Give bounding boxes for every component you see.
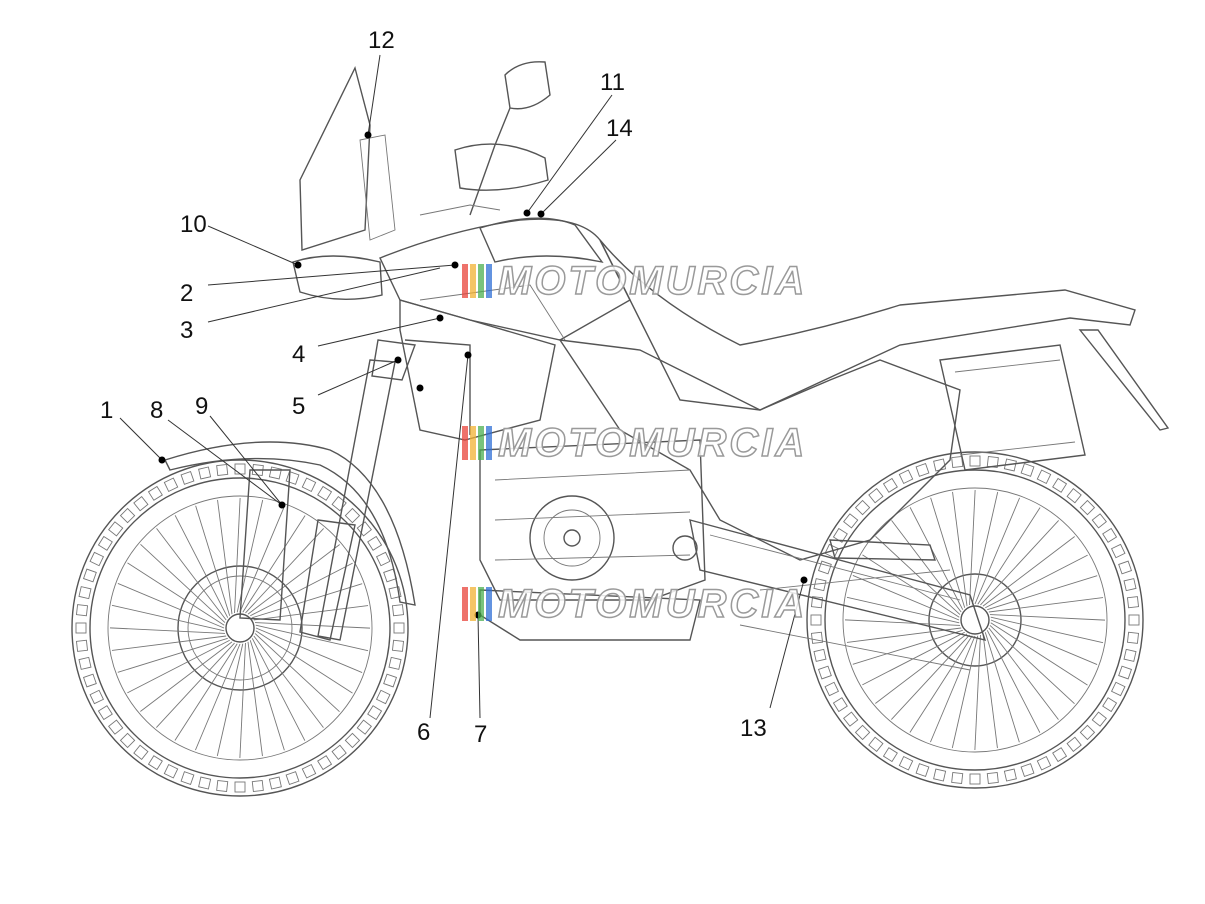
motorcycle-line-art bbox=[71, 61, 1170, 797]
callout-2: 2 bbox=[180, 280, 193, 307]
callout-dot-1 bbox=[158, 456, 166, 464]
callout-dot-11 bbox=[523, 209, 531, 217]
windscreen bbox=[292, 66, 396, 301]
callout-dot-2 bbox=[451, 261, 459, 269]
callout-dot-12 bbox=[364, 131, 372, 139]
front-fork bbox=[299, 339, 416, 641]
callout-8: 8 bbox=[150, 397, 163, 424]
callout-4: 4 bbox=[292, 341, 305, 368]
callout-14: 14 bbox=[606, 115, 633, 142]
side-panel bbox=[399, 299, 556, 441]
rear-wheel bbox=[806, 451, 1144, 789]
callout-3: 3 bbox=[180, 317, 193, 344]
watermark-text: MOTOMURCIA bbox=[497, 582, 808, 626]
callout-7: 7 bbox=[474, 721, 487, 748]
handlebar bbox=[419, 61, 551, 216]
watermark-text: MOTOMURCIA bbox=[497, 259, 808, 303]
watermark-badge-icon bbox=[462, 264, 494, 298]
callout-dot-10 bbox=[294, 261, 302, 269]
watermark-badge-icon bbox=[462, 587, 494, 621]
watermark-badge-icon bbox=[462, 426, 494, 460]
front-wheel bbox=[71, 459, 409, 797]
frame-engine bbox=[479, 339, 961, 641]
callout-9: 9 bbox=[195, 393, 208, 420]
leader-lines bbox=[119, 54, 805, 719]
callout-dot-4 bbox=[436, 314, 444, 322]
callout-dot-14 bbox=[537, 210, 545, 218]
callout-6: 6 bbox=[417, 719, 430, 746]
callout-dot-9 bbox=[278, 501, 286, 509]
watermark-text: MOTOMURCIA bbox=[497, 421, 808, 465]
callout-13: 13 bbox=[740, 715, 767, 742]
callout-dot-6 bbox=[464, 351, 472, 359]
watermark-logo-bottom: MOTOMURCIA bbox=[462, 582, 808, 626]
callout-1: 1 bbox=[100, 397, 113, 424]
callout-dot-13 bbox=[800, 576, 808, 584]
callout-10: 10 bbox=[180, 211, 207, 238]
exhaust bbox=[939, 344, 1086, 471]
callout-labels: 1 2 3 4 5 6 7 8 9 10 11 12 13 14 bbox=[100, 27, 767, 748]
front-fender bbox=[164, 441, 416, 621]
callout-dot-6b bbox=[416, 384, 424, 392]
chain bbox=[739, 569, 971, 671]
swingarm bbox=[672, 519, 987, 641]
watermark-logo-middle: MOTOMURCIA bbox=[462, 421, 808, 465]
callout-12: 12 bbox=[368, 27, 395, 54]
seat bbox=[599, 239, 1170, 431]
watermark-logo-top: MOTOMURCIA bbox=[462, 259, 808, 303]
callout-dots bbox=[158, 131, 808, 619]
callout-5: 5 bbox=[292, 393, 305, 420]
callout-11: 11 bbox=[600, 69, 625, 96]
callout-dot-5 bbox=[394, 356, 402, 364]
